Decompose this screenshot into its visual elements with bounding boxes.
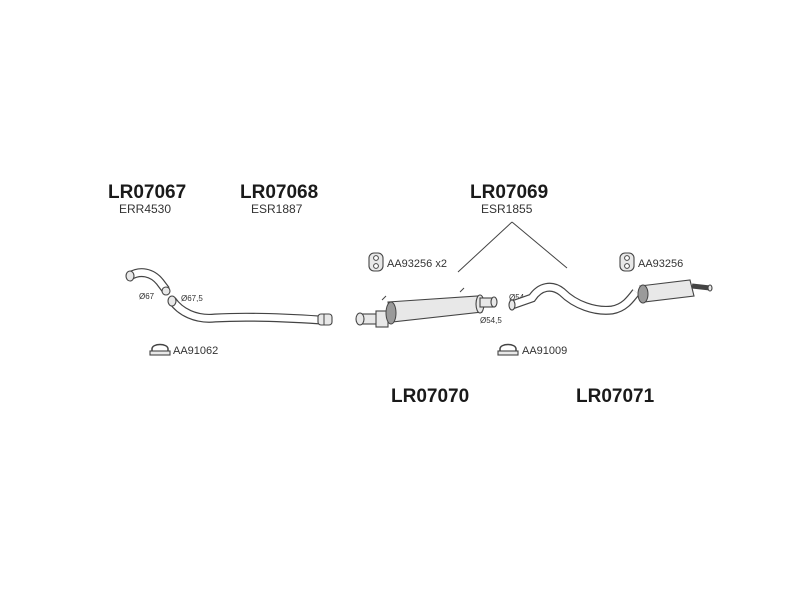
part-number-lr07069: LR07069 — [470, 182, 549, 203]
centre-silencer-lr07070 — [355, 287, 498, 328]
part-number-lr07071: LR07071 — [576, 386, 655, 407]
part-number-lr07067: LR07067 — [108, 182, 187, 203]
clamp-label-aa91009: AA91009 — [522, 345, 568, 357]
rear-silencer-lr07071 — [508, 279, 713, 315]
exhaust-clamp-icon — [497, 343, 519, 356]
hanger-label-aa93256: AA93256 — [638, 258, 684, 270]
rubber-hanger-icon — [619, 252, 635, 272]
part-code-err4530: ERR4530 — [119, 202, 172, 216]
part-code-esr1887: ESR1887 — [251, 202, 303, 216]
front-pipe-lr07067 — [125, 268, 171, 296]
part-number-lr07068: LR07068 — [240, 182, 319, 203]
dimension-label-54-5: Ø54,5 — [480, 316, 502, 325]
dimension-label-54: Ø54 — [509, 293, 525, 302]
part-number-lr07070: LR07070 — [391, 386, 470, 407]
part-code-esr1855: ESR1855 — [481, 202, 533, 216]
exhaust-clamp-icon — [149, 343, 171, 356]
dimension-label-67: Ø67 — [139, 292, 155, 301]
dimension-label-67-5: Ø67,5 — [181, 294, 203, 303]
rubber-hanger-icon — [368, 252, 384, 272]
hanger-label-aa93256-x2: AA93256 x2 — [387, 258, 447, 270]
clamp-label-aa91062: AA91062 — [173, 345, 219, 357]
intermediate-pipe-lr07068 — [167, 295, 333, 326]
pointer-lines-lr07069 — [457, 221, 568, 273]
